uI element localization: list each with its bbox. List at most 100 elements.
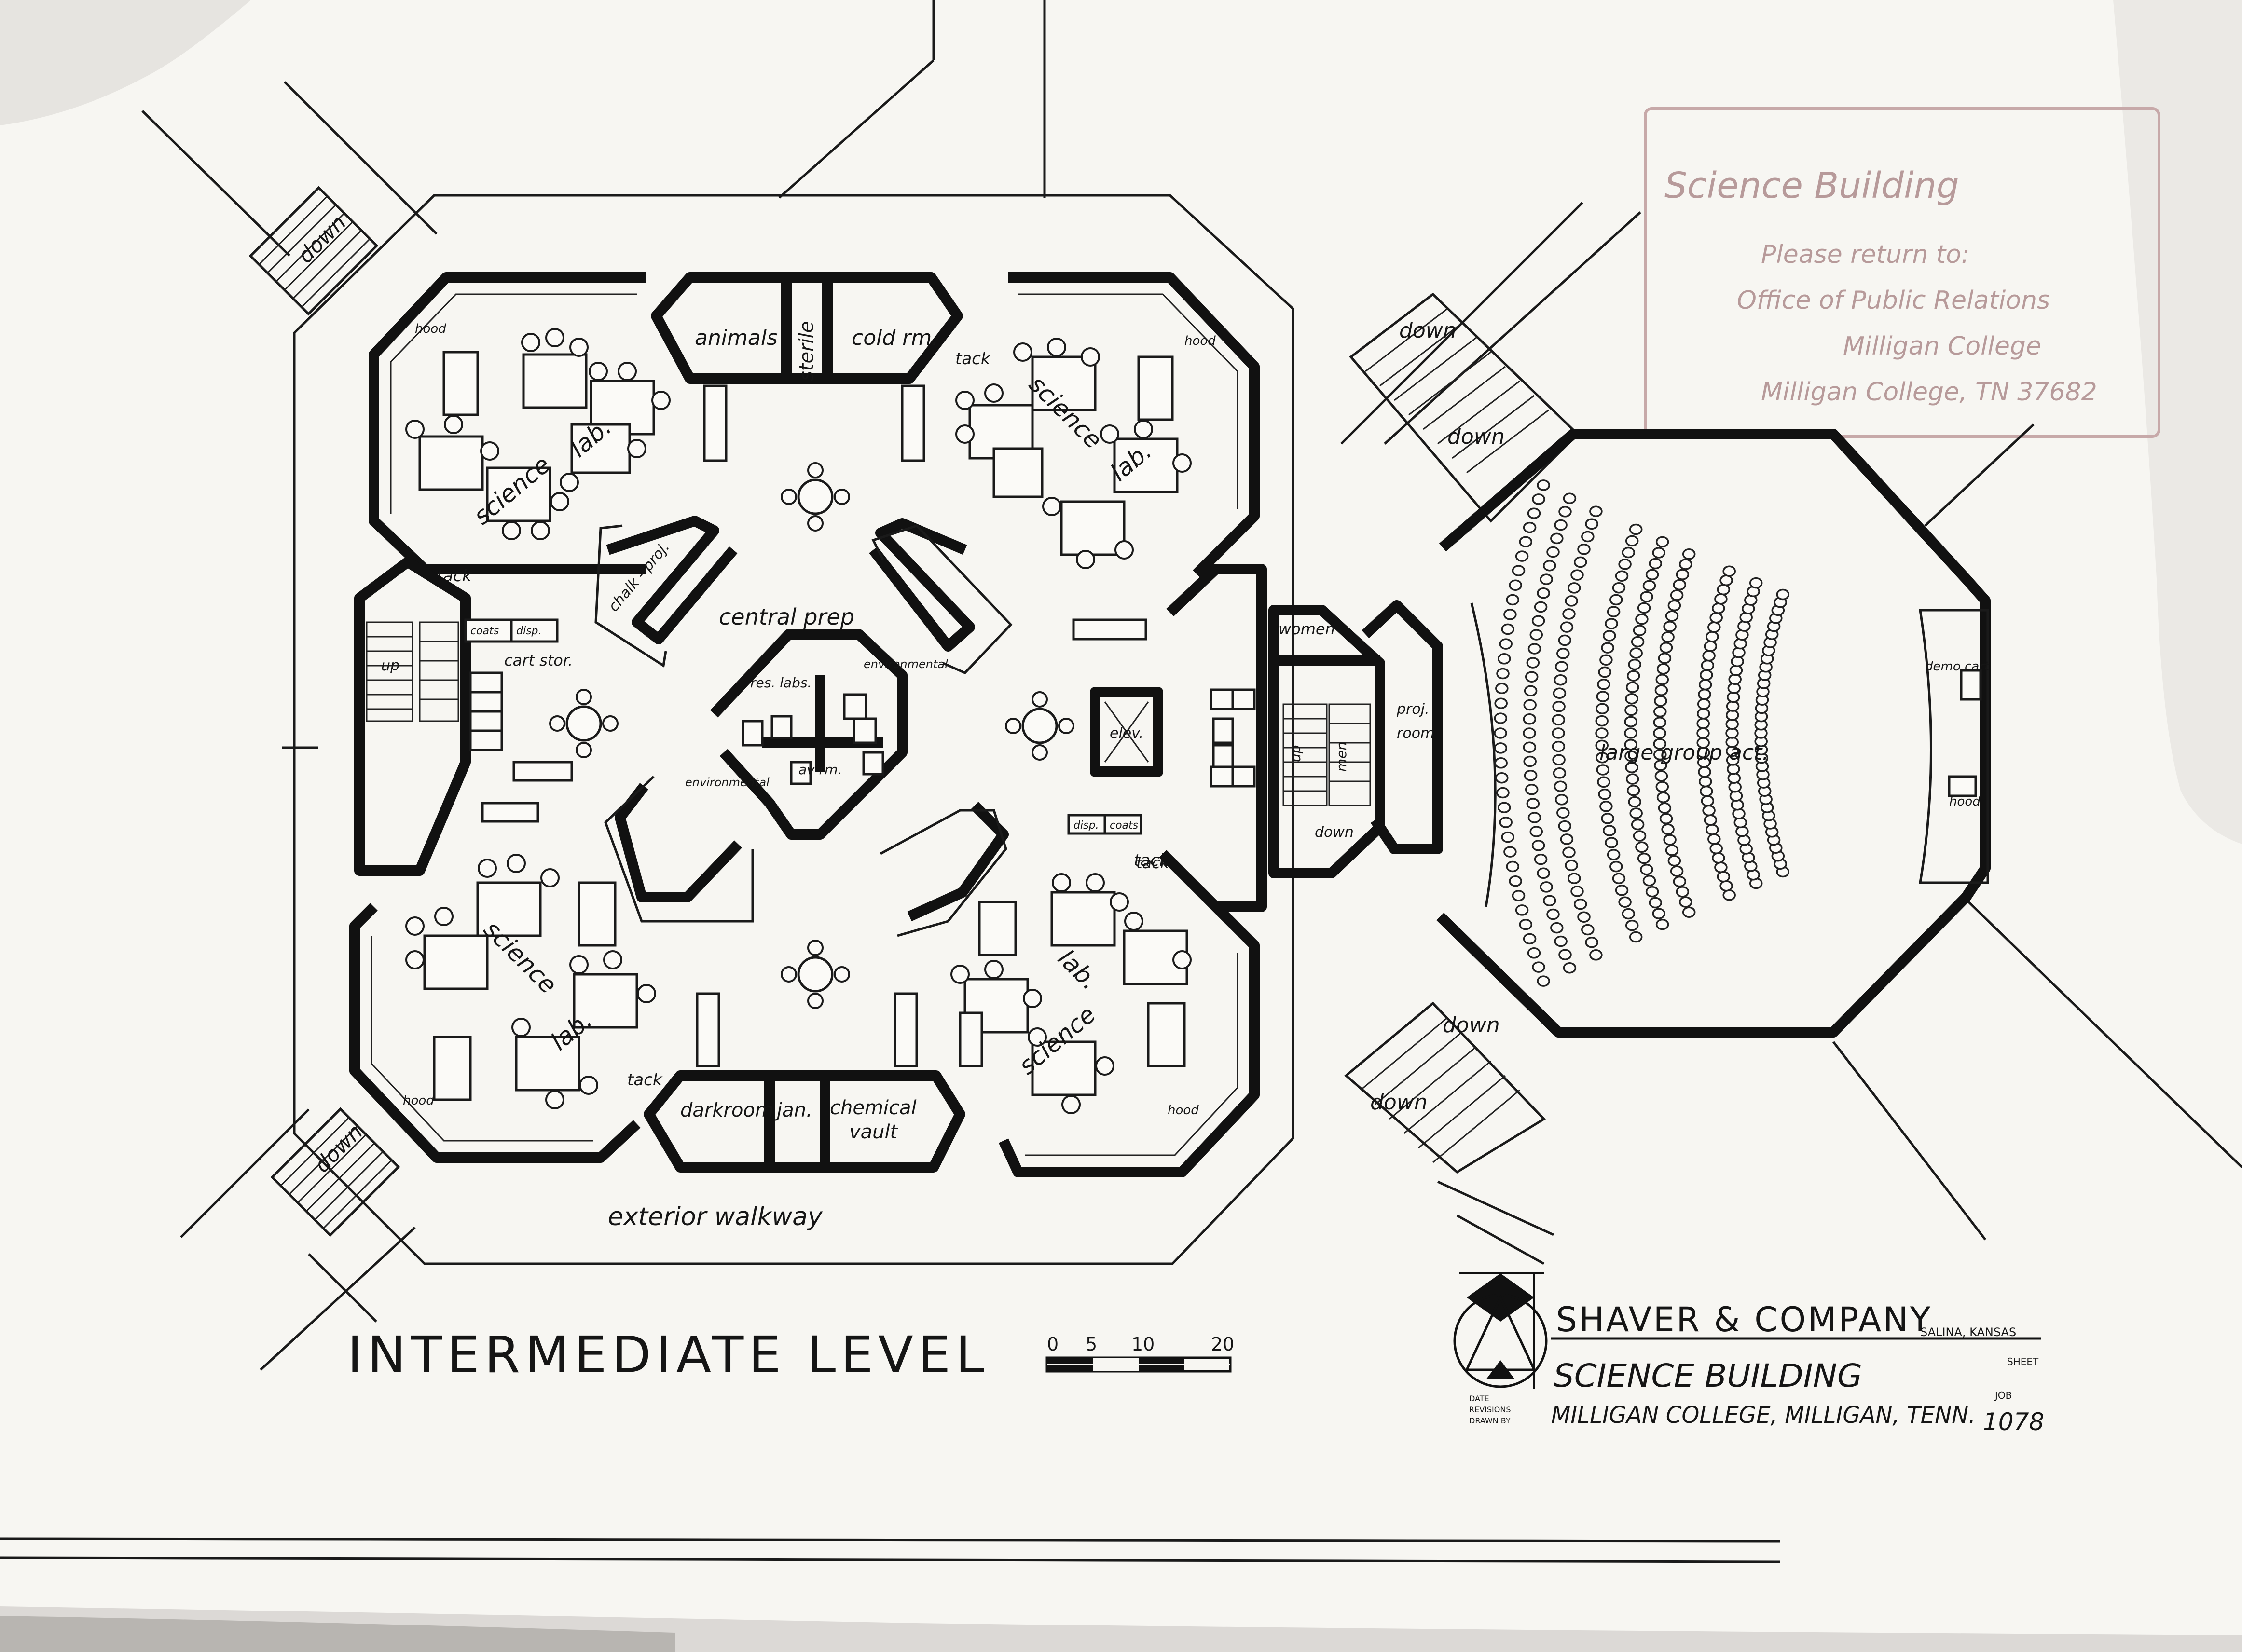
auditorium-seat bbox=[1749, 577, 1763, 589]
auditorium-seat bbox=[1656, 792, 1670, 803]
auditorium-seat bbox=[1570, 569, 1584, 581]
scale-label-10: 10 bbox=[1131, 1334, 1155, 1355]
auditorium-seat bbox=[1701, 795, 1715, 807]
auditorium-seat bbox=[1494, 742, 1508, 754]
auditorium-seat bbox=[1597, 678, 1610, 690]
auditorium-seat bbox=[1631, 636, 1645, 648]
east-corridor: disp. coats tack elev. bbox=[1067, 564, 1267, 912]
auditorium-seat bbox=[1598, 666, 1611, 678]
room-vault-label: vault bbox=[849, 1121, 898, 1143]
auditorium-seat bbox=[1637, 852, 1651, 864]
auditorium-seat bbox=[1701, 659, 1715, 671]
auditorium-seat bbox=[1629, 931, 1643, 943]
stamp-line-2: Please return to: bbox=[1761, 240, 1970, 269]
auditorium-seat bbox=[1717, 871, 1731, 883]
auditorium-seat bbox=[1667, 855, 1681, 867]
auditorium-seat bbox=[1565, 595, 1578, 607]
auditorium-seat bbox=[1625, 773, 1639, 785]
auditorium-seat bbox=[1494, 712, 1508, 724]
auditorium-seat bbox=[1558, 949, 1572, 960]
disp-west-label: disp. bbox=[516, 625, 542, 637]
lab-se-benches bbox=[963, 891, 1188, 1096]
men-restroom-label: men bbox=[1334, 742, 1349, 772]
stair-ne-down-label-1: down bbox=[1399, 318, 1457, 343]
auditorium: large group act. demo cart hood bbox=[1436, 429, 1991, 1038]
auditorium-seat bbox=[1624, 750, 1638, 762]
auditorium-seat bbox=[1603, 825, 1616, 836]
stamp-line-4: Milligan College bbox=[1843, 332, 2041, 361]
auditorium-seat bbox=[1633, 830, 1647, 842]
auditorium-seat bbox=[1659, 642, 1673, 654]
auditorium-seat bbox=[1776, 588, 1790, 601]
auditorium-seat bbox=[1625, 693, 1638, 705]
stair-se-down-label-2: down bbox=[1370, 1090, 1428, 1115]
auditorium-seat bbox=[1670, 589, 1684, 601]
room-chemical-label: chemical bbox=[830, 1097, 917, 1119]
auditorium-seat bbox=[1629, 523, 1643, 535]
auditorium-seat bbox=[1609, 860, 1623, 873]
auditorium-seat bbox=[1615, 885, 1629, 896]
room-sterile-label: sterile bbox=[796, 321, 818, 381]
central-prep-label: central prep bbox=[719, 604, 854, 630]
auditorium-seat bbox=[1534, 601, 1548, 613]
auditorium-seat bbox=[1501, 831, 1514, 843]
auditorium-seat bbox=[1652, 908, 1665, 919]
auditorium-seat bbox=[1663, 621, 1677, 632]
revisions-label: REVISIONS bbox=[1469, 1405, 1511, 1414]
auditorium-seat bbox=[1595, 715, 1609, 727]
auditorium-seat bbox=[1635, 613, 1649, 625]
auditorium-seat bbox=[1645, 886, 1659, 898]
room-animals-label: animals bbox=[695, 326, 778, 350]
auditorium-seat bbox=[1563, 492, 1577, 505]
auditorium-seat bbox=[1499, 817, 1513, 828]
auditorium-seat bbox=[1531, 615, 1545, 627]
auditorium-seat bbox=[1645, 569, 1659, 581]
lab-ne-benches bbox=[968, 355, 1179, 556]
auditorium-seat bbox=[1560, 833, 1574, 845]
firm-name: SHAVER & COMPANY bbox=[1556, 1300, 1932, 1339]
lab-sw-hood: hood bbox=[403, 1093, 434, 1108]
room-darkroom-label: darkroom bbox=[680, 1099, 774, 1121]
auditorium-seat bbox=[1654, 770, 1668, 782]
auditorium-seat bbox=[1661, 631, 1675, 643]
auditorium-seat bbox=[1598, 788, 1611, 800]
environmental-1-label: environmental bbox=[864, 657, 948, 671]
auditorium-seat bbox=[1563, 962, 1577, 974]
auditorium-seat bbox=[1599, 801, 1613, 812]
auditorium-seat bbox=[1698, 688, 1711, 700]
auditorium-seat bbox=[1626, 785, 1640, 796]
auditorium-seat bbox=[1625, 535, 1639, 547]
auditorium-seat bbox=[1560, 621, 1574, 633]
auditorium-seat bbox=[1682, 548, 1696, 560]
auditorium-seat bbox=[1589, 505, 1603, 517]
auditorium-seat bbox=[1525, 671, 1539, 683]
auditorium-seat bbox=[1509, 579, 1522, 591]
auditorium-seat bbox=[1523, 713, 1537, 725]
auditorium-seat bbox=[1568, 873, 1581, 884]
auditorium-seat bbox=[1625, 919, 1639, 931]
auditorium-seat bbox=[1665, 845, 1679, 856]
auditorium-seat bbox=[1527, 643, 1541, 655]
auditorium-seat bbox=[1523, 933, 1537, 945]
research-labs-core: res. labs. av rm. environmental environm… bbox=[685, 629, 948, 840]
firm-logo bbox=[1453, 1272, 1548, 1389]
auditorium-seat bbox=[1503, 609, 1517, 620]
auditorium-seat bbox=[1523, 741, 1537, 753]
auditorium-seat bbox=[1596, 751, 1609, 764]
auditorium-seat bbox=[1605, 618, 1618, 629]
auditorium-seat bbox=[1498, 653, 1511, 665]
auditorium-seat bbox=[1524, 685, 1538, 697]
av-rm-label: av rm. bbox=[798, 762, 842, 778]
auditorium-seat bbox=[1601, 642, 1614, 654]
auditorium-seat bbox=[1494, 757, 1508, 769]
auditorium-seat bbox=[1546, 908, 1560, 920]
stamp-line-1: Science Building bbox=[1664, 165, 1959, 206]
auditorium-seat bbox=[1601, 813, 1614, 824]
auditorium-seat bbox=[1682, 906, 1696, 918]
auditorium-seat bbox=[1717, 584, 1731, 596]
auditorium-seat bbox=[1529, 826, 1543, 837]
auditorium-seat bbox=[1622, 908, 1635, 920]
auditorium-seat bbox=[1526, 657, 1540, 669]
room-cold-rm-label: cold rm. bbox=[852, 326, 938, 350]
